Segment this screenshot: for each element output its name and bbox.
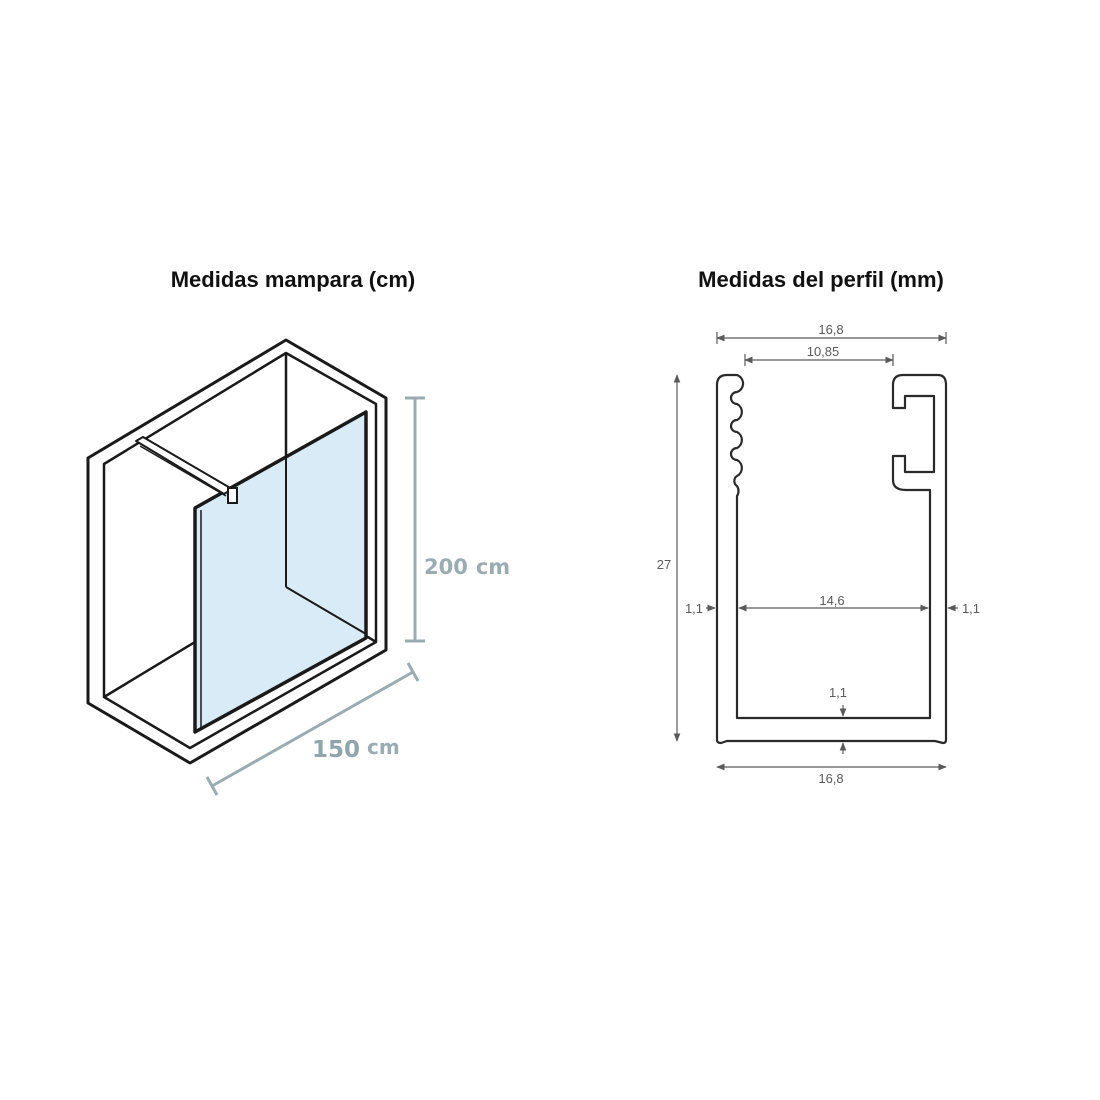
width-unit: cm [367,735,400,759]
profile-section [715,373,948,745]
top-inner-width-label: 10,85 [807,344,840,359]
profile-left-arm [715,373,948,745]
height-label: 27 [657,557,671,572]
width-value: 150 [312,737,360,763]
inner-width-label: 14,6 [819,593,844,608]
support-bar-bracket [227,487,238,504]
right-wall-label: 1,1 [962,601,980,616]
bottom-wall-label: 1,1 [829,685,847,700]
profile-title: Medidas del perfil (mm) [698,267,944,292]
glass-panel-frame [193,410,368,734]
width-dimension [205,662,420,796]
height-dimension-label: 200 cm [424,555,510,579]
floor-line-through-glass [285,586,367,635]
profile-dimensions [673,332,958,771]
top-outer-width-label: 16,8 [818,322,843,337]
shower-screen-drawing [86,338,388,765]
shower-screen-title: Medidas mampara (cm) [170,267,416,292]
height-unit: cm [476,555,510,579]
bottom-width-label: 16,8 [818,771,843,786]
height-value: 200 [424,555,468,579]
left-wall-label: 1,1 [685,601,703,616]
height-dimension [405,396,425,643]
